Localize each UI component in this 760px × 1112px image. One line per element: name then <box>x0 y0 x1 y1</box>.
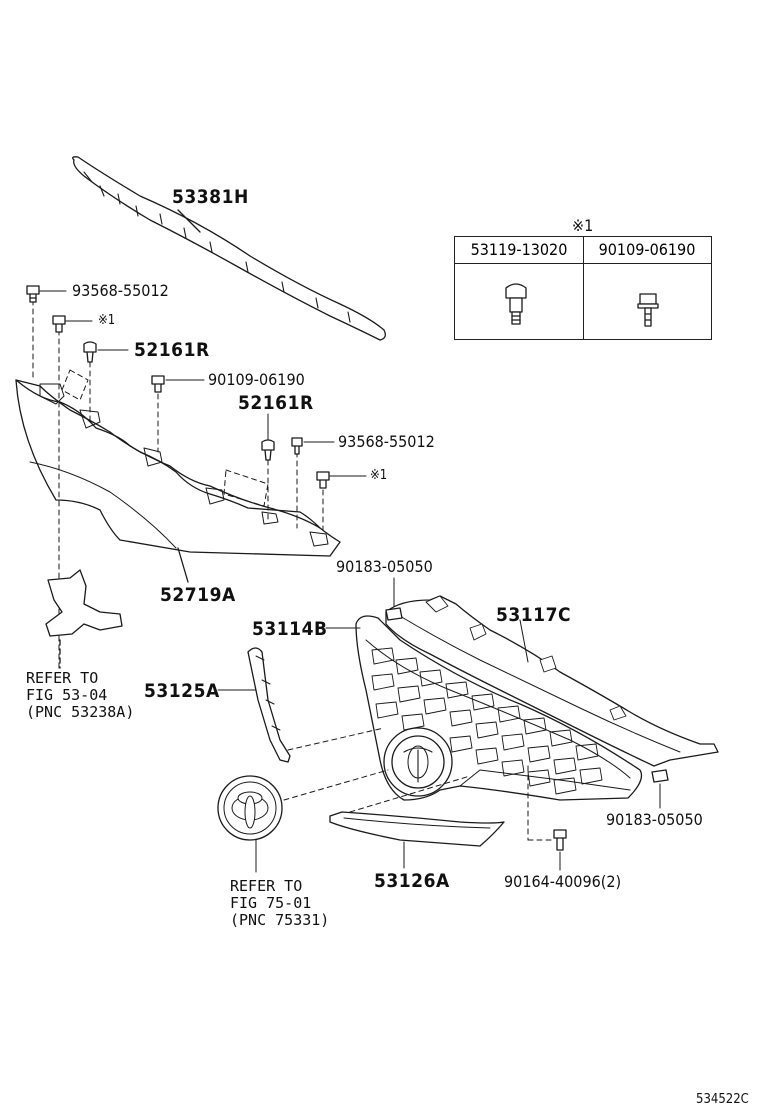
callout-col1-header: 53119-13020 <box>455 237 584 264</box>
label-53126A[interactable]: 53126A <box>374 870 450 892</box>
callout-divider <box>583 263 584 339</box>
ref2-line1: REFER TO <box>230 877 303 895</box>
label-93568-55012-top[interactable]: 93568-55012 <box>72 281 169 300</box>
reference-note-2[interactable]: REFER TO FIG 75-01 (PNC 75331) <box>230 878 329 929</box>
label-note1-mid: ※1 <box>370 468 388 483</box>
clip-53119-icon <box>505 283 527 325</box>
label-52161R-mid[interactable]: 52161R <box>238 392 314 414</box>
front-emblem <box>217 775 283 873</box>
label-note1-top: ※1 <box>98 313 116 328</box>
ref2-line2: FIG 75-01 <box>230 894 312 912</box>
radiator-grille <box>325 615 643 801</box>
ref2-line3: (PNC 75331) <box>230 911 330 929</box>
bolt-90109-icon <box>637 293 659 327</box>
callout-fastener-icons <box>505 283 659 327</box>
side-bracket <box>45 569 123 669</box>
label-53117C[interactable]: 53117C <box>496 604 572 626</box>
grille-upper-retainer <box>385 595 719 767</box>
label-93568-55012-mid[interactable]: 93568-55012 <box>338 432 435 451</box>
clip-icons <box>385 577 669 809</box>
fastener-lines-top <box>32 299 324 671</box>
screw-icon <box>553 829 567 871</box>
hood-seal-strip <box>72 156 386 341</box>
callout-col2-header: 90109-06190 <box>583 237 711 264</box>
ref1-line1: REFER TO <box>26 669 99 687</box>
callout-title: ※1 <box>572 216 594 235</box>
label-53114B[interactable]: 53114B <box>252 618 328 640</box>
label-52161R-top[interactable]: 52161R <box>134 339 210 361</box>
label-90183-05050-top[interactable]: 90183-05050 <box>336 557 433 576</box>
ref1-line3: (PNC 53238A) <box>26 703 135 721</box>
label-90164-40096[interactable]: 90164-40096(2) <box>504 872 622 891</box>
label-52719A[interactable]: 52719A <box>160 584 236 606</box>
reference-note-1[interactable]: REFER TO FIG 53-04 (PNC 53238A) <box>26 670 134 721</box>
grille-side-molding <box>217 647 291 763</box>
label-90109-06190[interactable]: 90109-06190 <box>208 370 305 389</box>
lower-bumper-shroud <box>15 379 341 583</box>
ref1-line2: FIG 53-04 <box>26 686 108 704</box>
fastener-lines-bottom <box>283 727 553 841</box>
diagram-code: 534522C <box>696 1092 749 1107</box>
fastener-icons-top <box>26 285 330 489</box>
label-53381H[interactable]: 53381H <box>172 186 249 208</box>
label-53125A[interactable]: 53125A <box>144 680 220 702</box>
grille-lower-molding <box>329 811 505 869</box>
label-90183-05050-bottom[interactable]: 90183-05050 <box>606 810 703 829</box>
leader-lines-top <box>39 290 367 477</box>
callout-table: 53119-13020 90109-06190 <box>454 236 712 340</box>
